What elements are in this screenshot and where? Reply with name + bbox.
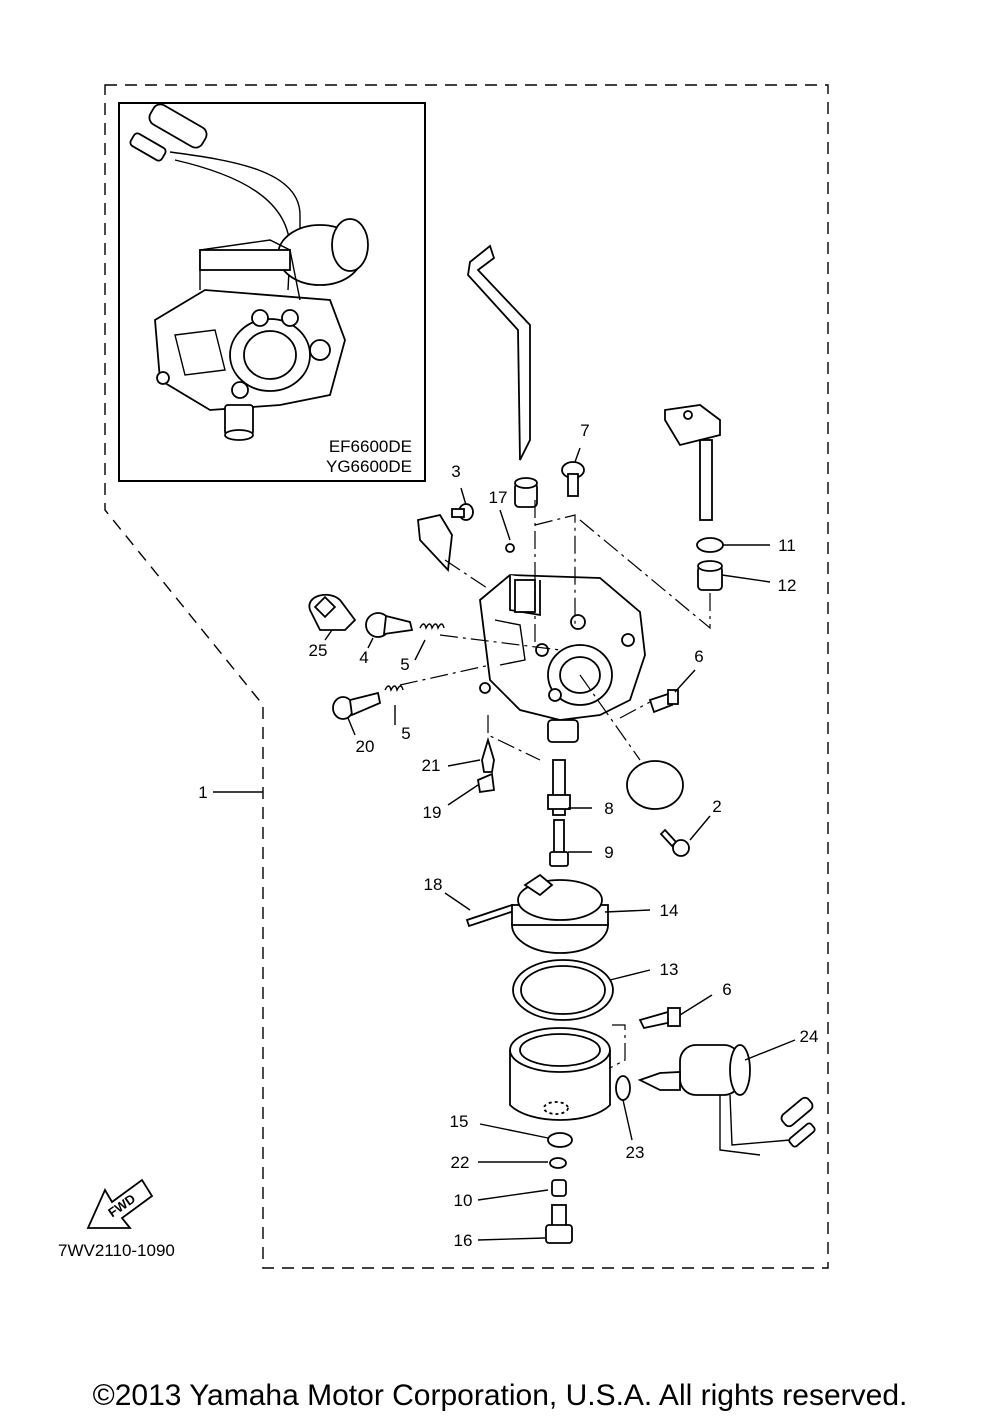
part-10-jet <box>551 1179 567 1197</box>
part-number: 11 <box>778 536 796 555</box>
part-number: 4 <box>359 648 368 667</box>
part-6-screw-lower <box>638 1007 681 1030</box>
part-number: 1 <box>198 783 207 802</box>
part-17-plug <box>505 477 538 553</box>
part-number: 23 <box>626 1143 645 1162</box>
part-23-washer <box>615 1075 631 1101</box>
part-number: 17 <box>489 488 508 507</box>
part-22-o-ring <box>549 1157 567 1169</box>
part-number: 15 <box>450 1112 469 1131</box>
part-21-needle <box>481 736 495 773</box>
part-number: 24 <box>800 1027 819 1046</box>
part-7-screw <box>561 461 585 497</box>
part-9-jet <box>549 819 569 867</box>
part-number: 2 <box>712 797 721 816</box>
part-18-pin <box>465 903 516 928</box>
part-number: 6 <box>722 980 731 999</box>
leader-lines <box>213 447 796 1241</box>
part-3-screw-plate <box>417 503 474 573</box>
part-number: 12 <box>778 576 797 595</box>
part-number: 14 <box>660 901 679 920</box>
part-13-gasket <box>512 959 614 1021</box>
part-number: 6 <box>694 647 703 666</box>
inset-carburetor-drawing <box>129 103 369 441</box>
part-number: 10 <box>454 1191 473 1210</box>
part-number: 22 <box>451 1153 470 1172</box>
part-14-float <box>511 873 609 954</box>
float-bowl <box>509 1027 611 1121</box>
part-number: 19 <box>423 803 442 822</box>
part-12-collar <box>697 560 723 591</box>
part-5-spring-upper <box>419 623 445 631</box>
carburetor-body <box>479 574 646 743</box>
part-20-screw <box>332 691 382 720</box>
part-2-plate-screw <box>626 760 690 857</box>
part-number: 20 <box>356 737 375 756</box>
inset-model-2: YG6600DE <box>326 457 412 476</box>
part-number: 7 <box>580 421 589 440</box>
diagram-code: 7WV2110-1090 <box>58 1241 175 1260</box>
inset-model-1: EF6600DE <box>329 437 412 456</box>
part-number: 16 <box>454 1231 473 1250</box>
part-number: 9 <box>604 843 613 862</box>
part-19-clip <box>476 772 496 794</box>
part-number: 5 <box>401 724 410 743</box>
part-number: 3 <box>451 462 460 481</box>
part-15-washer <box>547 1132 573 1148</box>
throttle-shaft <box>664 404 721 521</box>
part-number: 8 <box>604 799 613 818</box>
part-24-solenoid <box>637 1044 816 1156</box>
part-number: 5 <box>400 655 409 674</box>
part-number: 25 <box>309 641 328 660</box>
part-16-bolt <box>545 1204 573 1244</box>
choke-lever <box>467 244 531 461</box>
part-8-tube <box>547 759 571 816</box>
part-number-labels: 1 2 3 4 5 5 6 6 7 8 9 10 11 12 13 14 15 … <box>198 421 818 1250</box>
inset-frame <box>118 102 426 482</box>
part-number: 13 <box>660 960 679 979</box>
part-4-screw <box>365 612 414 638</box>
copyright-notice: ©2013 Yamaha Motor Corporation, U.S.A. A… <box>93 1379 908 1412</box>
part-5-spring-lower <box>384 685 404 693</box>
part-11-washer <box>696 537 724 553</box>
part-25-knob <box>308 593 357 631</box>
part-number: 21 <box>422 756 441 775</box>
fwd-arrow-icon: FWD <box>86 1178 154 1229</box>
assembly-chain-lines <box>399 500 711 1069</box>
part-number: 18 <box>424 875 443 894</box>
part-6-screw-upper <box>648 689 679 714</box>
assembly-boundary <box>104 84 829 1269</box>
